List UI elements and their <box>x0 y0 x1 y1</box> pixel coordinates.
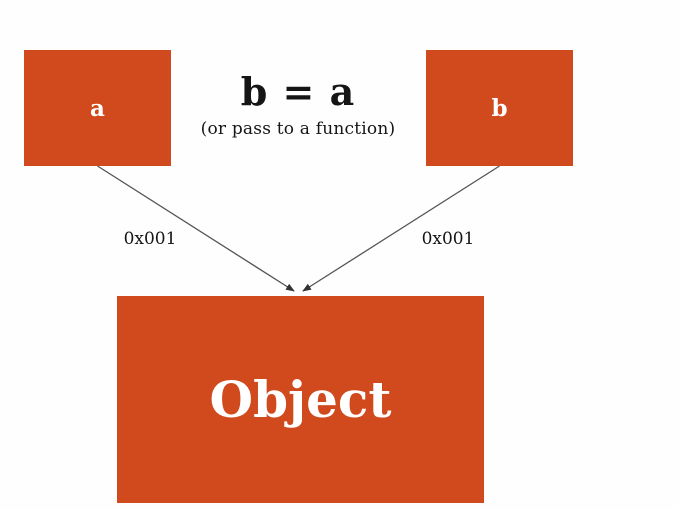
variable-b-label: b <box>491 94 508 122</box>
object-box: Object <box>117 296 484 503</box>
assignment-caption: b = a (or pass to a function) <box>183 70 413 139</box>
address-label-a: 0x001 <box>123 229 177 249</box>
variable-box-b: b <box>426 50 573 166</box>
variable-a-label: a <box>90 94 105 122</box>
address-label-b: 0x001 <box>421 229 475 249</box>
variable-box-a: a <box>24 50 171 166</box>
object-label: Object <box>209 370 392 429</box>
assignment-note: (or pass to a function) <box>200 118 396 139</box>
assignment-expression: b = a <box>240 69 356 114</box>
